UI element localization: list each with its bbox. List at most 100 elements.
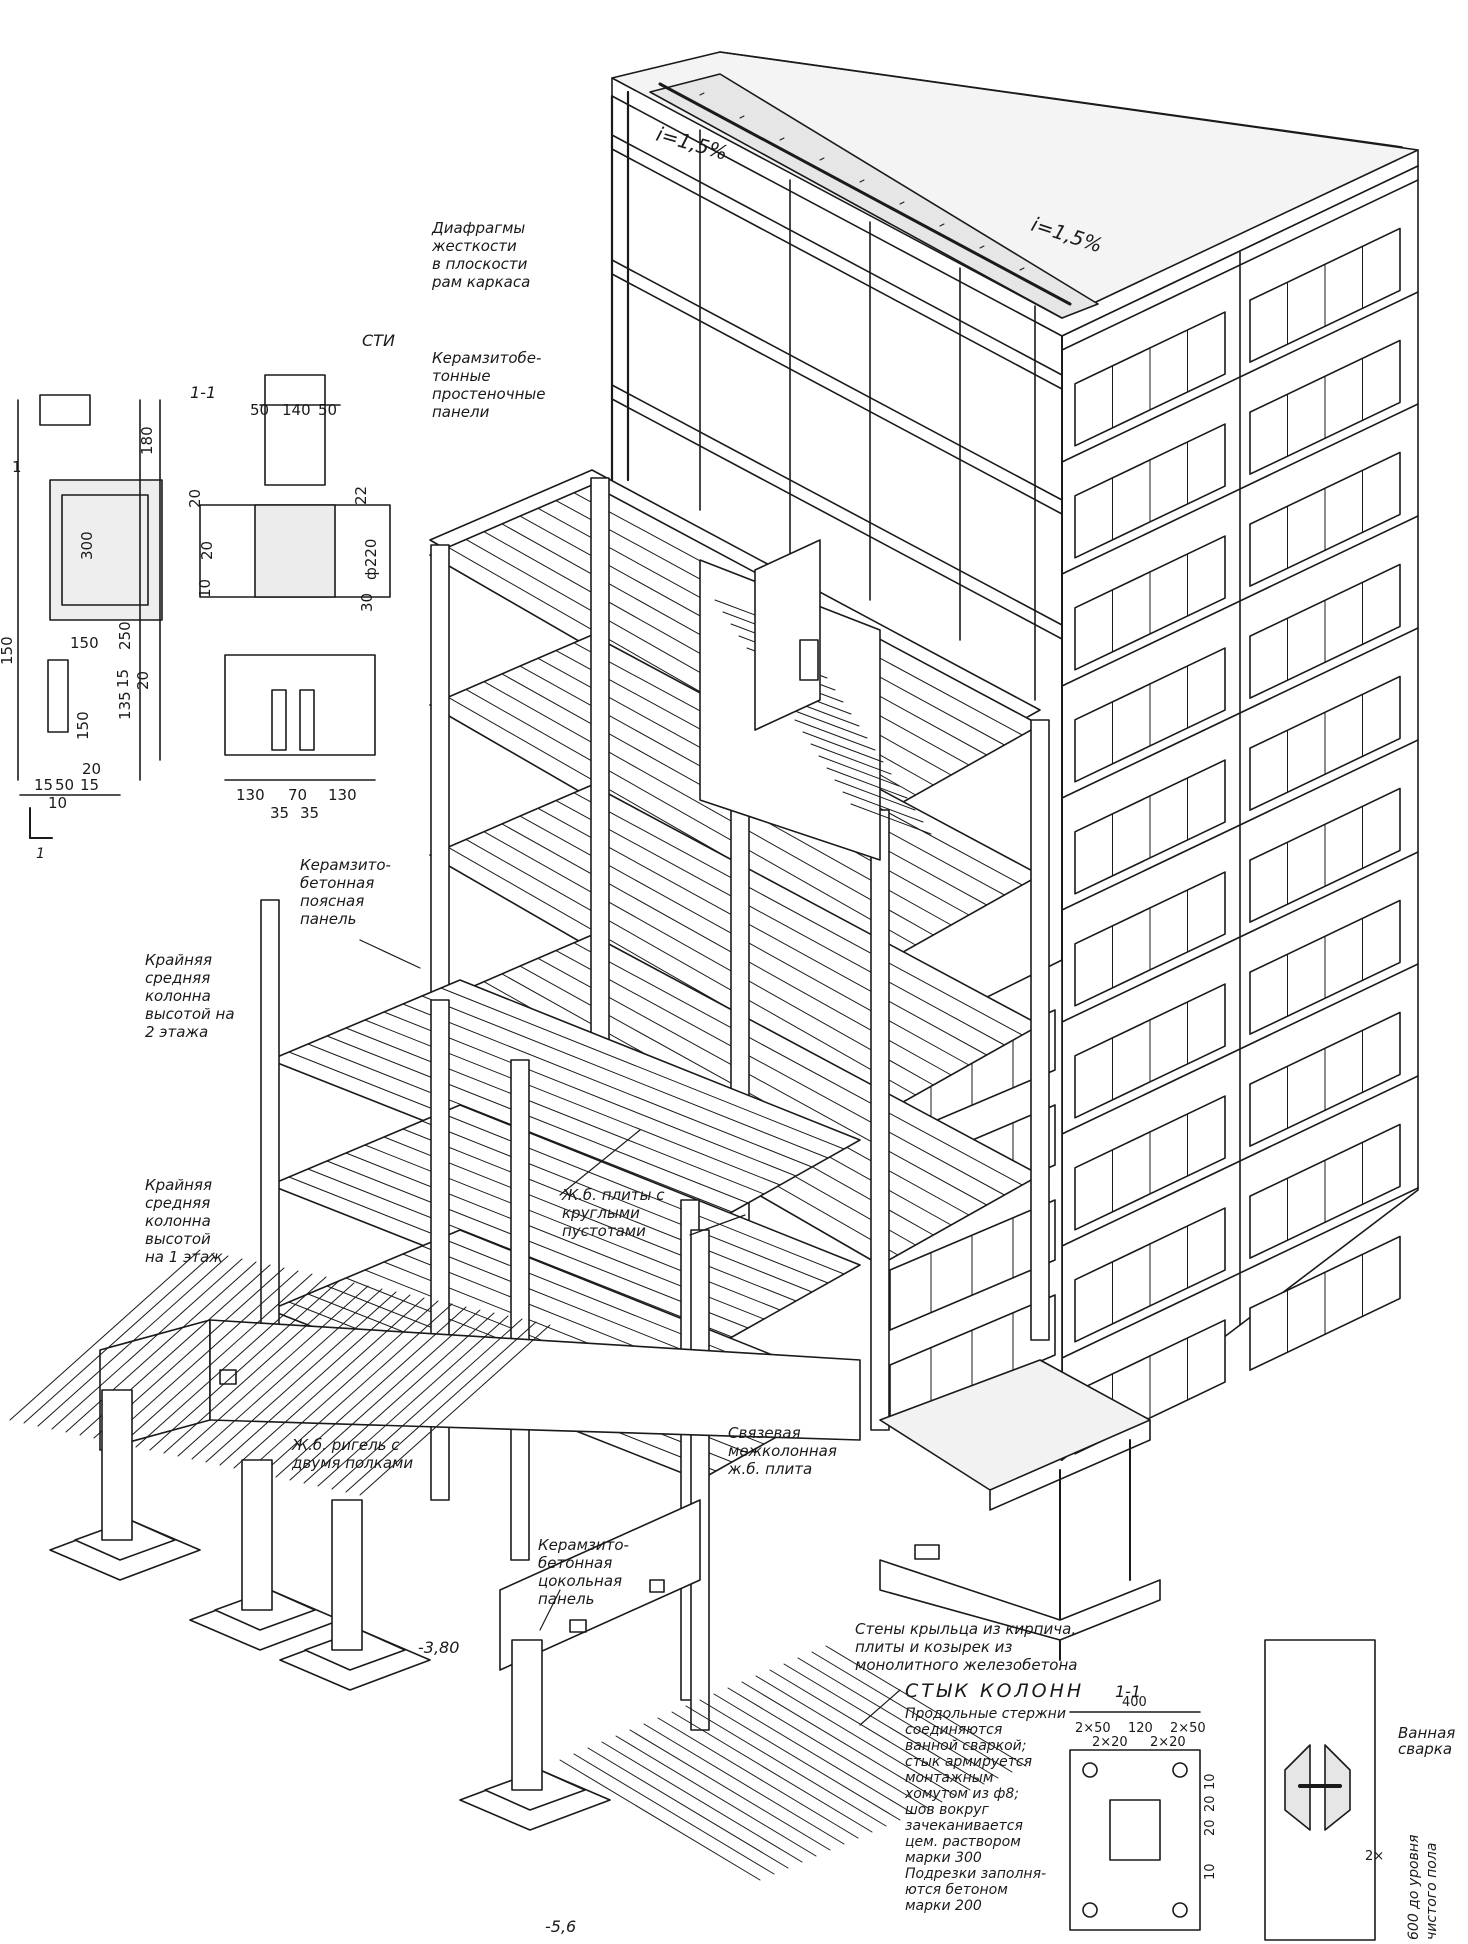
slab-hollow-line — [326, 1160, 749, 1329]
ground-hatch-line — [629, 1729, 831, 1851]
facade-floor-band — [1061, 963, 1419, 1135]
joint-note-line: хомутом из ф8; — [904, 1786, 1019, 1802]
svg-text:Диафрагмы: Диафрагмы — [431, 219, 525, 237]
section-mark-wall: 1-1 — [190, 383, 216, 402]
slab-hollow-line — [465, 838, 917, 1096]
wall-section-detail — [17, 394, 163, 839]
ground-hatch-line — [643, 1723, 845, 1845]
svg-text:бетонная: бетонная — [538, 1554, 612, 1572]
section-mark-cut: 1 — [36, 846, 45, 862]
dimension-value: 135 — [116, 691, 134, 720]
label-girder: Ж.б. ригель с двумя полками — [291, 1436, 413, 1472]
ground-hatch-line — [107, 1270, 299, 1442]
ground-hatch-line — [797, 1657, 999, 1779]
dimension-value: 35 — [270, 804, 289, 822]
ground-hatch-line — [205, 1291, 397, 1463]
slab-hollow-line — [402, 1003, 813, 1168]
svg-text:панель: панель — [300, 910, 356, 928]
svg-text:2 этажа: 2 этажа — [145, 1023, 208, 1041]
slab-hollow-line — [345, 1027, 765, 1195]
upper-beam — [611, 273, 1063, 515]
dimension-value: 150 — [0, 636, 16, 665]
slab-hollow-line — [440, 987, 845, 1150]
upper-beam — [611, 259, 1063, 501]
dimension-value: 20 — [198, 541, 216, 560]
ground-hatch-line — [769, 1669, 971, 1791]
ground-hatch-line — [275, 1306, 467, 1478]
ground-hatch-line — [51, 1258, 243, 1430]
dimension-value: 180 — [138, 426, 156, 455]
facade-floor-band — [1061, 403, 1419, 575]
ground-hatch-line — [289, 1309, 481, 1481]
section-mark-joint: 1-1 — [1115, 1682, 1141, 1701]
svg-text:на 1 этаж: на 1 этаж — [145, 1248, 223, 1266]
dimension-value: ф220 — [362, 539, 380, 580]
svg-text:Керамзито-: Керамзито- — [538, 1536, 629, 1554]
joint-note-line: соединяются — [905, 1722, 1002, 1738]
ground-hatch-line — [191, 1288, 383, 1460]
svg-text:колонна: колонна — [145, 1212, 211, 1230]
dimension-value: 130 — [328, 786, 357, 804]
ground-hatch-line — [121, 1273, 313, 1445]
dimension-value: 50 — [55, 776, 74, 794]
svg-text:панель: панель — [538, 1590, 594, 1608]
svg-text:колонна: колонна — [145, 987, 211, 1005]
upper-beam — [611, 398, 1063, 640]
svg-text:Связевая: Связевая — [728, 1424, 801, 1442]
dimension-value: 2×50 — [1170, 1721, 1206, 1736]
svg-text:600 до уровня: 600 до уровня — [1406, 1835, 1422, 1940]
ground-hatch-line — [303, 1312, 495, 1484]
svg-text:межколонная: межколонная — [728, 1442, 837, 1460]
dimension-value: 1 — [12, 458, 22, 476]
dimension-value: 400 — [1122, 1695, 1147, 1710]
svg-text:панели: панели — [432, 403, 490, 421]
ground-hatch-line — [811, 1651, 1013, 1773]
dimension-value: 2×50 — [1075, 1721, 1111, 1736]
dimension-value: 30 — [358, 593, 376, 612]
dimension-value: 10 — [1203, 1773, 1218, 1790]
joint-note-line: шов вокруг — [905, 1802, 990, 1818]
svg-text:рам каркаса: рам каркаса — [431, 273, 530, 291]
ground-hatch-line — [671, 1711, 873, 1833]
ground-hatch-line — [23, 1252, 215, 1424]
ground-hatch-line — [163, 1282, 355, 1454]
slab-hollow-line — [440, 1112, 845, 1275]
svg-text:высотой: высотой — [145, 1230, 211, 1248]
foundation-column-stub — [331, 1499, 363, 1651]
svg-text:чистого пола: чистого пола — [1424, 1843, 1440, 1940]
plinth-panels — [9, 1249, 1027, 1881]
facade-floor-band — [1061, 851, 1419, 1023]
mid-column — [870, 809, 890, 1431]
stair-step — [842, 791, 924, 823]
dimension-value: 130 — [236, 786, 265, 804]
ground-hatch-line — [783, 1663, 985, 1785]
slab-hollow-line — [483, 681, 934, 936]
ground-hatch-line — [559, 1759, 761, 1881]
dimension-value: 70 — [288, 786, 307, 804]
joint-note-line: зачеканивается — [905, 1818, 1023, 1834]
facade-floor-band — [1061, 1075, 1419, 1247]
foundation-column-stub — [511, 1639, 543, 1791]
ground-hatch-line — [727, 1687, 929, 1809]
dimension-value: 2×20 — [1150, 1735, 1186, 1750]
ground-hatch-line — [587, 1747, 789, 1869]
stair-step — [794, 719, 876, 751]
lower-column — [690, 1229, 710, 1731]
ground-hatch-line — [9, 1249, 201, 1421]
ground-hatch-line — [177, 1285, 369, 1457]
dimension-value: 22 — [352, 486, 370, 505]
dimension-value: 2×20 — [1092, 1735, 1128, 1750]
column-joint-detail — [1069, 1639, 1376, 1941]
dimension-value: 2× — [1365, 1849, 1384, 1864]
dimension-value: 10 — [196, 579, 214, 598]
dimension-value: 250 — [116, 621, 134, 650]
label-plinth-panel: Керамзито- бетонная цокольная панель — [538, 1536, 629, 1608]
label-sti: СТИ — [362, 331, 395, 350]
ground-hatch-line — [219, 1294, 411, 1466]
ground-hatch-line — [345, 1321, 537, 1493]
joint-note-line: монтажным — [905, 1770, 994, 1786]
slab-hollow-line — [402, 1128, 813, 1293]
facade-floor-band — [1061, 515, 1419, 687]
floor-level-label: 600 до уровня чистого пола — [1406, 1835, 1440, 1940]
